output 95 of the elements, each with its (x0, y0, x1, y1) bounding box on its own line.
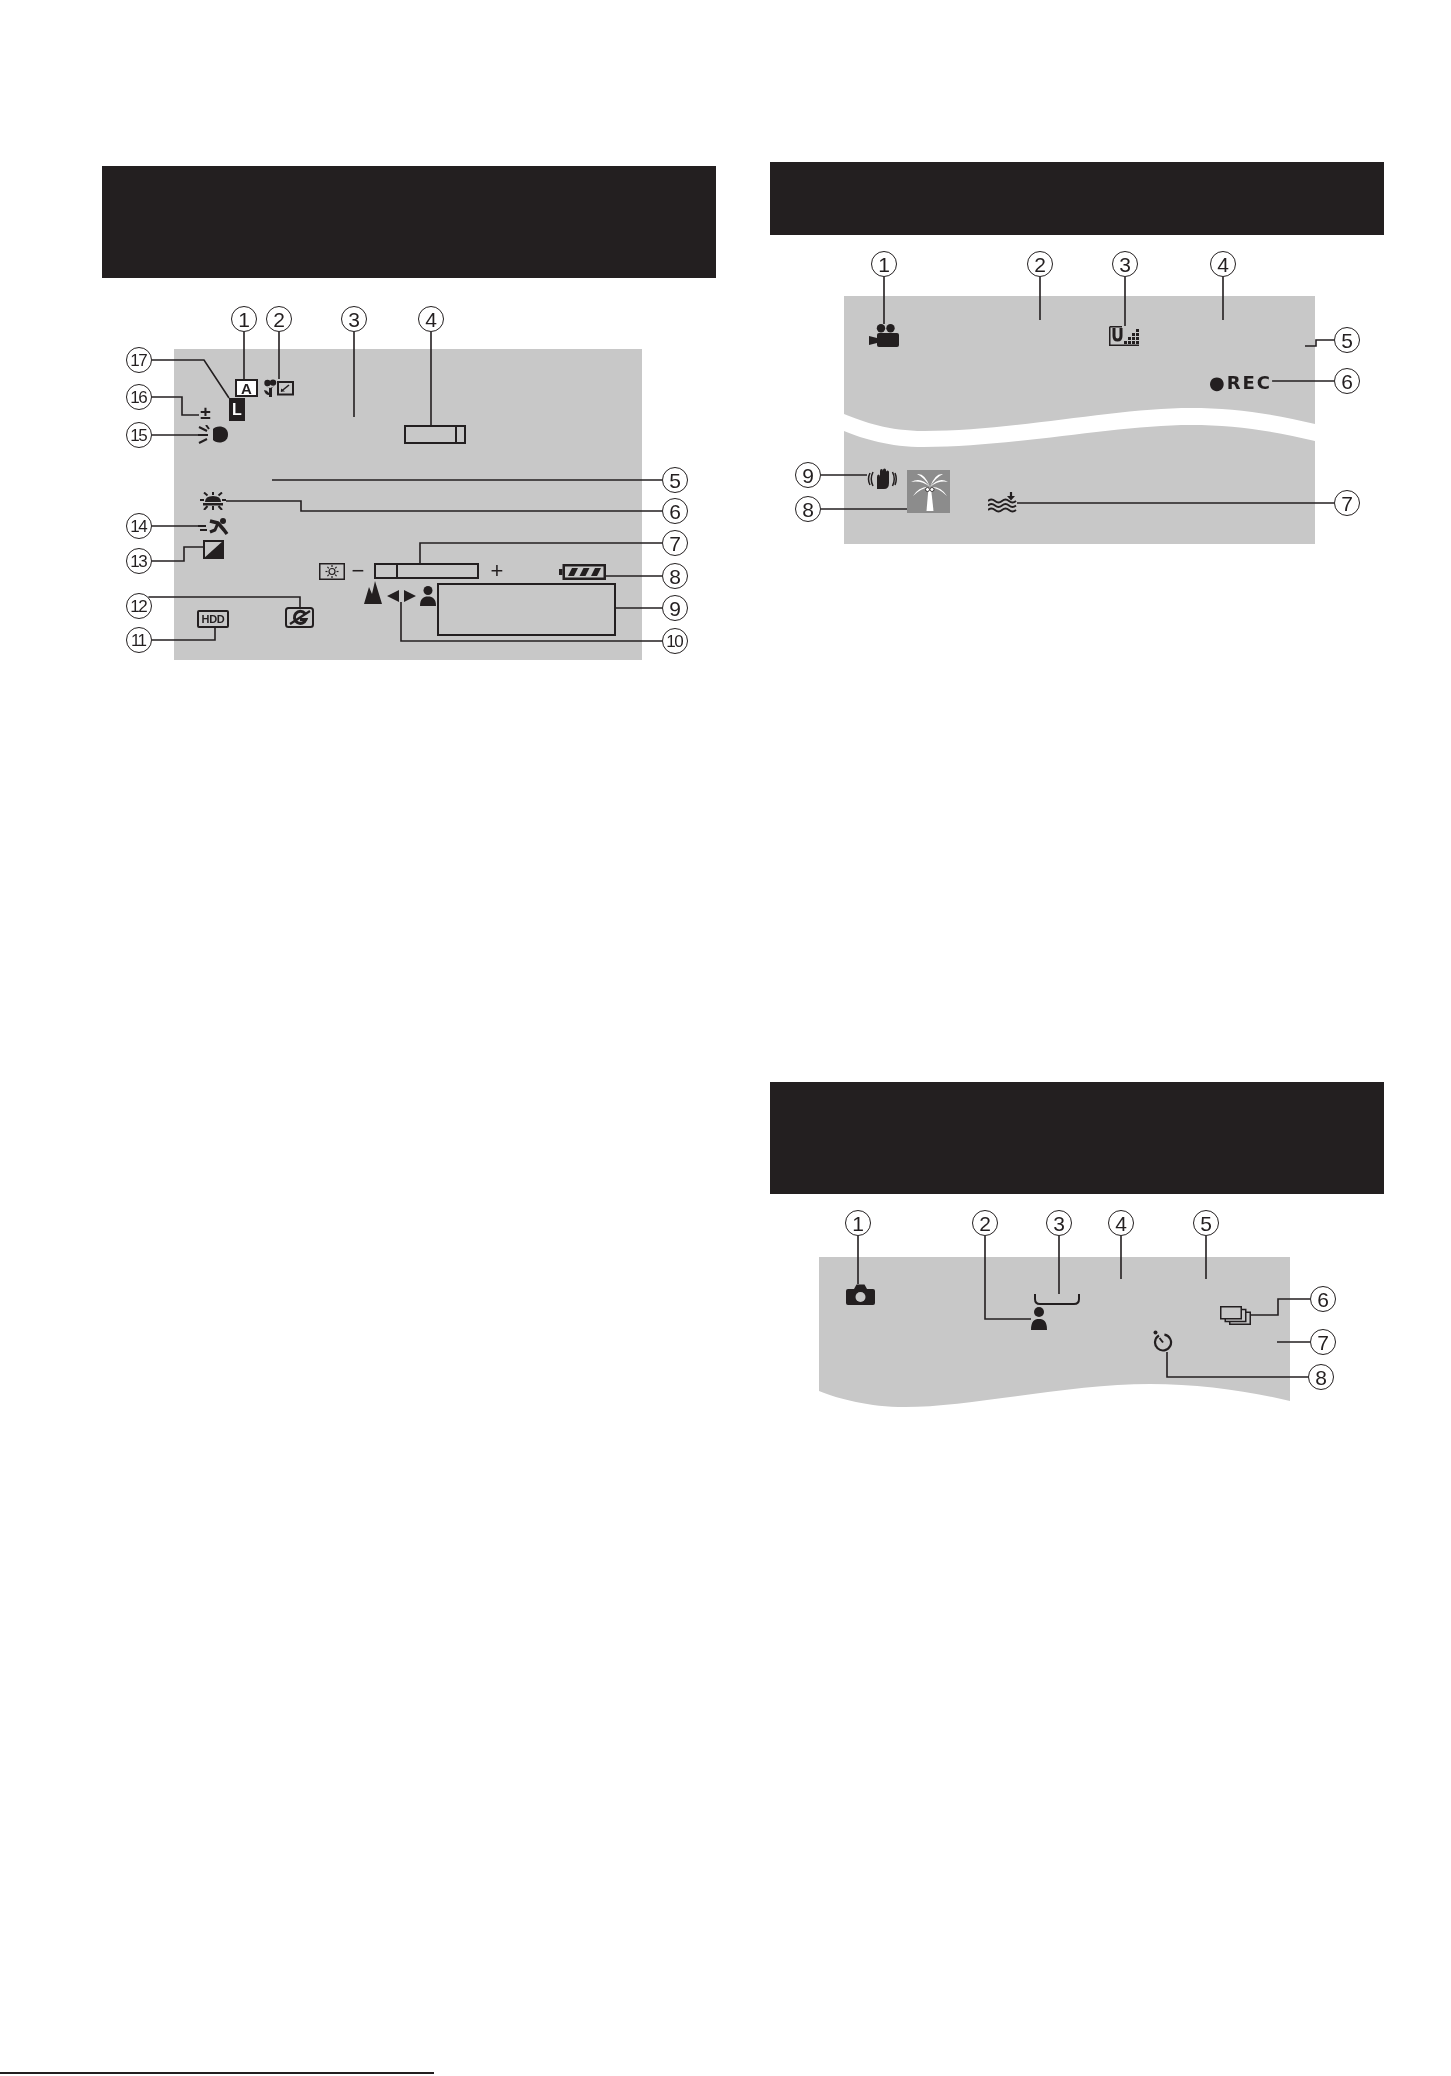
leader-line (147, 596, 301, 608)
plus-sign: + (489, 562, 505, 580)
leader-line (151, 525, 199, 527)
leader-line (1271, 380, 1335, 382)
leader-line (984, 1235, 1032, 1320)
callout-number: 14 (126, 513, 152, 539)
leader-line (151, 396, 200, 416)
leader-line (1250, 1298, 1311, 1316)
leader-line (1124, 276, 1126, 327)
leader-line (1205, 1235, 1207, 1280)
level-bar (374, 563, 479, 579)
callout-number: 15 (126, 422, 152, 448)
callout-number: 7 (662, 530, 688, 556)
minus-sign: − (350, 562, 366, 580)
plus-minus-sign: ± (199, 403, 212, 421)
meter-bars-icon (1109, 326, 1139, 346)
callout-number: 4 (418, 306, 444, 332)
display-frame (437, 583, 616, 636)
palm-tree-icon (907, 470, 950, 513)
callout-number: 8 (1308, 1364, 1334, 1390)
callout-number: 13 (126, 548, 152, 574)
callout-number: 3 (1046, 1210, 1072, 1236)
leader-line (225, 500, 663, 512)
callout-number: 16 (126, 384, 152, 410)
leader-line (1039, 276, 1041, 321)
waves-arrow-icon (988, 492, 1017, 513)
leader-line (430, 331, 432, 426)
leader-line (151, 434, 199, 436)
leader-line (1276, 1341, 1311, 1343)
callout-number: 1 (845, 1210, 871, 1236)
leader-line (243, 331, 245, 380)
leader-line (857, 1235, 859, 1285)
callout-number: 6 (1334, 368, 1360, 394)
callout-number: 1 (231, 306, 257, 332)
callout-number: 1 (871, 251, 897, 277)
callout-number: 10 (662, 628, 688, 654)
leader-line (278, 331, 280, 380)
leader-line (883, 276, 885, 325)
callout-number: 11 (126, 627, 152, 653)
running-figure-icon (198, 518, 229, 536)
callout-number: 4 (1210, 251, 1236, 277)
gauge-frame (404, 425, 466, 444)
callout-number: 9 (795, 462, 821, 488)
callout-number: 5 (1334, 327, 1360, 353)
leader-line (1222, 276, 1224, 321)
battery-icon (559, 564, 606, 580)
left-right-arrows-icon (387, 590, 416, 602)
leader-line (151, 627, 216, 641)
callout-number: 2 (1027, 251, 1053, 277)
leader-line (820, 474, 868, 476)
leader-line (1058, 1235, 1060, 1295)
leader-line (1166, 1351, 1309, 1378)
lamp-rays-icon (200, 492, 226, 510)
record-indicator: ●REC (1209, 373, 1273, 392)
callout-number: 17 (126, 347, 152, 373)
leader-line (271, 479, 663, 481)
callout-number: 6 (1310, 1286, 1336, 1312)
callout-number: 7 (1334, 490, 1360, 516)
callout-number: 2 (972, 1210, 998, 1236)
letter-indicator: L (229, 398, 245, 421)
mode-indicator: A (235, 379, 258, 397)
leader-line (151, 546, 204, 562)
leader-line (615, 607, 663, 609)
leader-line (151, 359, 230, 399)
contrast-icon (203, 540, 224, 559)
callout-number: 12 (126, 593, 152, 619)
leader-line (820, 508, 908, 510)
lamp-rays-icon (198, 425, 228, 444)
callout-number: 8 (662, 563, 688, 589)
storage-indicator: HDD (197, 610, 229, 628)
callout-number: 5 (662, 467, 688, 493)
leader-line (353, 331, 355, 418)
person-icon (1031, 1307, 1047, 1330)
callout-number: 3 (341, 306, 367, 332)
callout-number: 5 (1193, 1210, 1219, 1236)
leader-line (419, 542, 663, 564)
timer-icon (1152, 1330, 1173, 1352)
callout-number: 8 (795, 496, 821, 522)
flower-frame-icon (264, 379, 294, 397)
leader-line (1304, 339, 1335, 347)
movie-camera-icon (869, 324, 899, 347)
callout-number: 4 (1108, 1210, 1134, 1236)
leader-line (400, 601, 663, 642)
bracket-icon (1034, 1294, 1080, 1305)
camera-icon (846, 1284, 875, 1305)
callout-number: 2 (266, 306, 292, 332)
leader-line (605, 575, 663, 577)
shaking-hand-icon (867, 468, 897, 490)
leader-line (1120, 1235, 1122, 1280)
callout-number: 9 (662, 595, 688, 621)
leader-line (1016, 502, 1335, 504)
callout-number: 3 (1112, 251, 1138, 277)
callout-number: 6 (662, 498, 688, 524)
stacked-frames-icon (1220, 1306, 1251, 1325)
callout-number: 7 (1310, 1329, 1336, 1355)
